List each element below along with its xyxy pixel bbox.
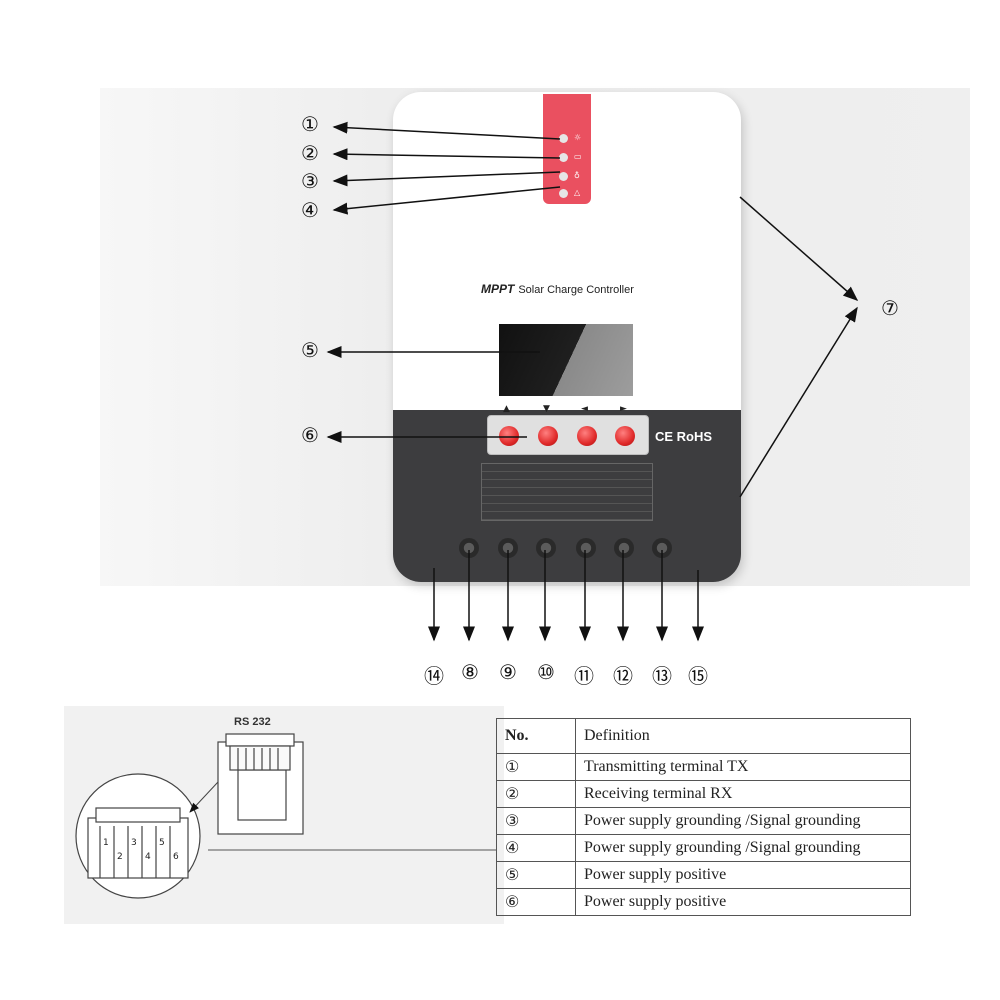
load-icon: ♁ — [574, 171, 580, 180]
terminal-9 — [498, 538, 518, 558]
right-arrow-label: ► — [620, 404, 627, 414]
callout-7: ⑦ — [881, 298, 899, 320]
arrow-2 — [332, 148, 561, 161]
rs232-pin-5: 5 — [159, 838, 165, 848]
table-header-row: No. Definition — [496, 718, 911, 754]
row-no: ② — [496, 780, 576, 808]
led-indicator-1 — [559, 134, 568, 143]
table-row: ④ Power supply grounding /Signal groundi… — [496, 834, 911, 862]
up-button[interactable] — [499, 426, 519, 446]
callout-14: ⑭ — [424, 666, 444, 688]
left-arrow-label: ◄ — [581, 404, 588, 414]
header-definition: Definition — [575, 718, 911, 754]
battery-icon: ▭ — [574, 152, 582, 161]
led-indicator-3 — [559, 172, 568, 181]
terminal-8 — [459, 538, 479, 558]
rs232-pin-1: 1 — [103, 838, 109, 848]
callout-12: ⑫ — [613, 666, 633, 688]
rs232-pin-3: 3 — [131, 838, 137, 848]
rs232-label: RS 232 — [234, 716, 271, 728]
row-definition: Transmitting terminal TX — [575, 753, 911, 781]
arrow-3 — [332, 171, 561, 187]
row-definition: Power supply positive — [575, 888, 911, 916]
callout-11: ⑪ — [574, 666, 594, 688]
arrow-7b — [739, 306, 858, 498]
row-definition: Power supply positive — [575, 861, 911, 889]
table-row: ① Transmitting terminal TX — [496, 753, 911, 781]
row-definition: Power supply grounding /Signal grounding — [575, 834, 911, 862]
rs232-definition-table: No. Definition ① Transmitting terminal T… — [496, 718, 911, 916]
row-definition: Power supply grounding /Signal grounding — [575, 807, 911, 835]
callout-6: ⑥ — [301, 425, 319, 447]
row-no: ④ — [496, 834, 576, 862]
row-no: ⑥ — [496, 888, 576, 916]
lcd-screen — [499, 324, 633, 396]
row-definition: Receiving terminal RX — [575, 780, 911, 808]
button-panel — [487, 415, 649, 455]
led-indicator-2 — [559, 153, 568, 162]
callout-8: ⑧ — [461, 662, 479, 684]
rs232-pin-2: 2 — [117, 852, 123, 862]
rs232-pin-4: 4 — [145, 852, 151, 862]
callout-2: ② — [301, 143, 319, 165]
indicator-strip: ☼ ▭ ♁ △ — [543, 94, 591, 204]
brand-subtitle: Solar Charge Controller — [518, 284, 634, 296]
callout-10: ⑩ — [537, 662, 555, 684]
terminal-10 — [536, 538, 556, 558]
header-no: No. — [496, 718, 576, 754]
row-no: ③ — [496, 807, 576, 835]
callout-13: ⑬ — [652, 666, 672, 688]
certification-marks: CE RoHS — [655, 429, 713, 444]
callout-3: ③ — [301, 171, 319, 193]
callout-4: ④ — [301, 200, 319, 222]
terminal-11 — [576, 538, 596, 558]
rs232-pin-6: 6 — [173, 852, 179, 862]
terminal-13 — [652, 538, 672, 558]
row-no: ① — [496, 753, 576, 781]
up-arrow-label: ▲ — [503, 404, 510, 414]
right-button[interactable] — [615, 426, 635, 446]
callout-5: ⑤ — [301, 340, 319, 362]
led-indicator-4 — [559, 189, 568, 198]
table-row: ⑤ Power supply positive — [496, 861, 911, 889]
left-button[interactable] — [577, 426, 597, 446]
down-button[interactable] — [538, 426, 558, 446]
pv-icon: ☼ — [574, 133, 582, 142]
arrow-1 — [332, 121, 561, 140]
row-no: ⑤ — [496, 861, 576, 889]
table-row: ③ Power supply grounding /Signal groundi… — [496, 807, 911, 835]
callout-1: ① — [301, 114, 319, 136]
terminal-12 — [614, 538, 634, 558]
down-arrow-label: ▼ — [543, 404, 550, 414]
arrow-7a — [739, 196, 859, 301]
arrow-4 — [332, 186, 561, 215]
brand-mppt: MPPT — [481, 282, 515, 296]
specification-label — [481, 463, 653, 521]
callout-9: ⑨ — [499, 662, 517, 684]
table-row: ⑥ Power supply positive — [496, 888, 911, 916]
warning-icon: △ — [574, 188, 581, 197]
callout-15: ⑮ — [688, 666, 708, 688]
table-row: ② Receiving terminal RX — [496, 780, 911, 808]
